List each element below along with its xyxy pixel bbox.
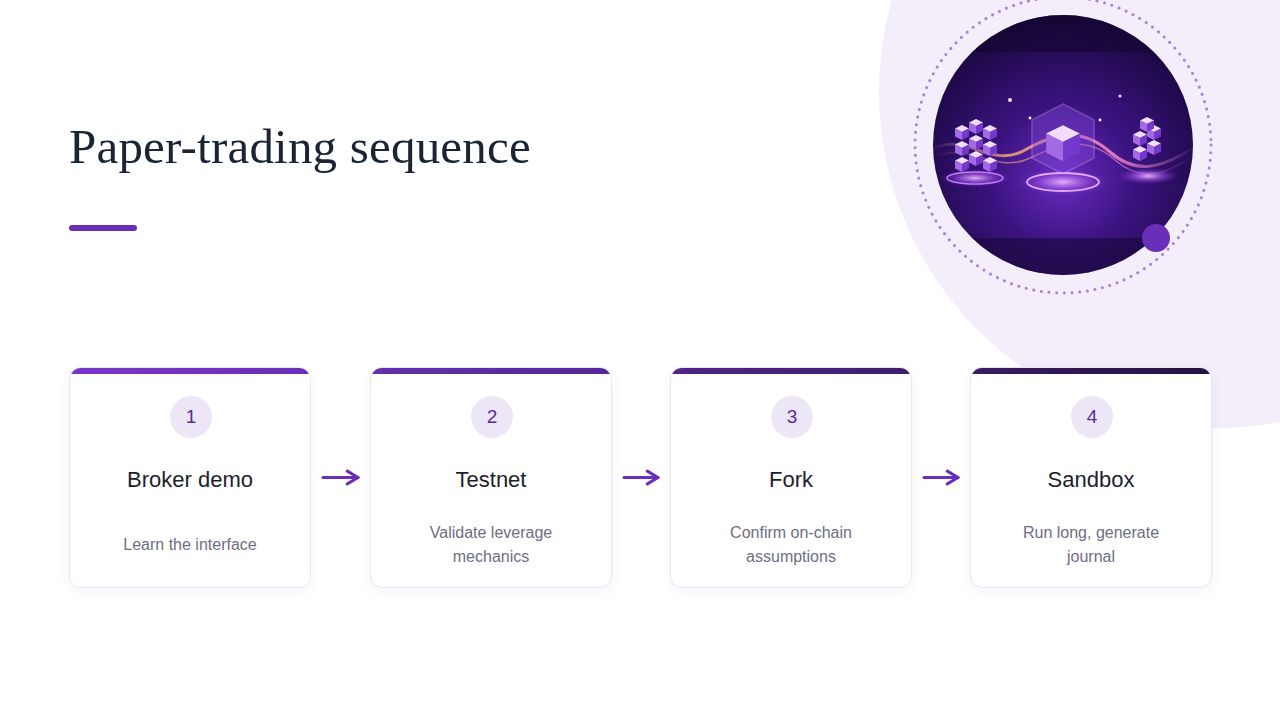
flow-arrow bbox=[624, 476, 658, 479]
step-heading: Broker demo bbox=[78, 465, 302, 495]
background-disc bbox=[879, 0, 1280, 428]
flow-arrow bbox=[323, 476, 358, 479]
flow-arrow bbox=[924, 476, 958, 479]
step-description: Validate leverage mechanics bbox=[401, 521, 581, 569]
step-body-area: Confirm on-chain assumptions bbox=[671, 520, 911, 570]
step-badge: 1 bbox=[170, 396, 212, 438]
card-accent-bar bbox=[971, 368, 1211, 374]
accent-dot bbox=[1142, 224, 1170, 252]
card-accent-bar bbox=[671, 368, 911, 374]
step-number: 2 bbox=[487, 407, 498, 427]
step-badge: 4 bbox=[1071, 396, 1113, 438]
title-underline bbox=[69, 225, 137, 231]
step-body-area: Learn the interface bbox=[70, 520, 310, 570]
step-heading: Sandbox bbox=[979, 465, 1203, 495]
step-body-area: Run long, generate journal bbox=[971, 520, 1211, 570]
step-number: 1 bbox=[186, 407, 197, 427]
dotted-ring bbox=[915, 0, 1211, 293]
step-description: Learn the interface bbox=[100, 533, 280, 557]
step-card: SandboxRun long, generate journal 4 bbox=[970, 367, 1212, 588]
step-heading: Testnet bbox=[379, 465, 603, 495]
step-badge: 3 bbox=[771, 396, 813, 438]
slide-title: Paper-trading sequence bbox=[69, 118, 531, 176]
step-card: ForkConfirm on-chain assumptions 3 bbox=[670, 367, 912, 588]
step-body-area: Validate leverage mechanics bbox=[371, 520, 611, 570]
step-card: TestnetValidate leverage mechanics 2 bbox=[370, 367, 612, 588]
step-number: 4 bbox=[1087, 407, 1098, 427]
step-description: Run long, generate journal bbox=[1001, 521, 1181, 569]
step-badge: 2 bbox=[471, 396, 513, 438]
card-accent-bar bbox=[70, 368, 310, 374]
card-accent-bar bbox=[371, 368, 611, 374]
blockchain-illustration bbox=[930, 12, 1196, 278]
step-number: 3 bbox=[787, 407, 798, 427]
step-heading: Fork bbox=[679, 465, 903, 495]
step-card: Broker demoLearn the interface 1 bbox=[69, 367, 311, 588]
step-description: Confirm on-chain assumptions bbox=[701, 521, 881, 569]
